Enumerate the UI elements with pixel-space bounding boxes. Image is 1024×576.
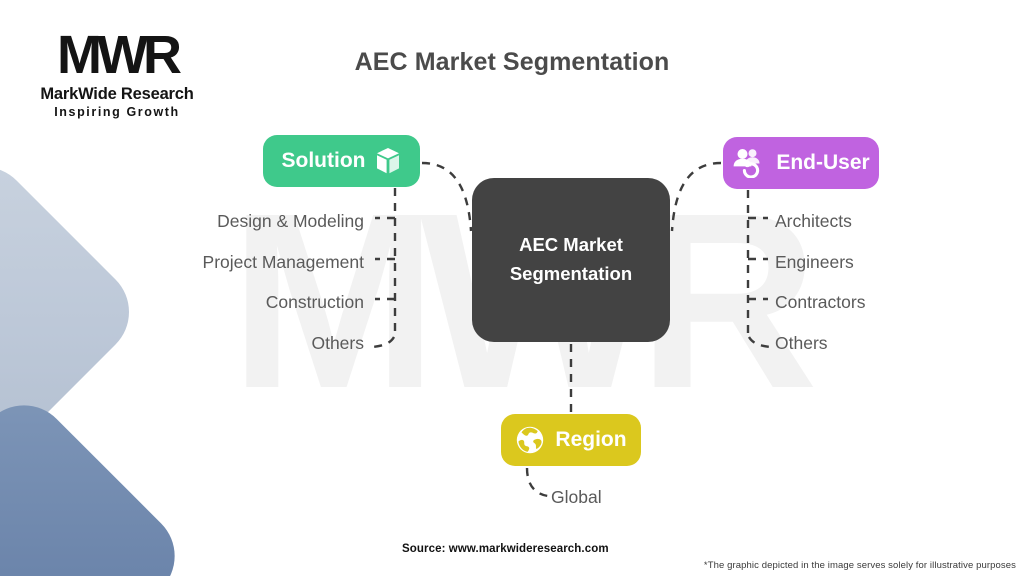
disclaimer-note: *The graphic depicted in the image serve… [703, 560, 1016, 571]
wire-enduser-stub-3 [747, 336, 772, 349]
node-solution-label: Solution [281, 149, 366, 172]
leaf-solution-design-modeling: Design & Modeling [217, 211, 364, 231]
logo-wordmark: MWR [57, 25, 182, 85]
leaf-end-user-contractors: Contractors [775, 292, 866, 312]
leaf-end-user-architects: Architects [775, 211, 852, 231]
node-region[interactable]: Region [501, 414, 641, 466]
wire-region-to-global [525, 467, 549, 498]
node-center-aec-market-segmentation[interactable]: AEC Market Segmentation [472, 178, 670, 342]
users-refresh-icon [732, 148, 766, 178]
node-solution[interactable]: Solution [263, 135, 420, 187]
leaf-solution-project-management: Project Management [202, 252, 364, 272]
brand-logo: MWR MarkWide Research Inspiring Growth [22, 25, 212, 120]
node-end-user-label: End-User [776, 151, 870, 174]
globe-icon [515, 425, 545, 455]
wire-solution-stub-3 [371, 336, 396, 349]
logo-tagline: Inspiring Growth [54, 105, 180, 120]
page-title: AEC Market Segmentation [354, 48, 670, 76]
leaf-end-user-others: Others [775, 333, 828, 353]
leaf-solution-construction: Construction [265, 292, 364, 312]
node-region-label: Region [555, 428, 627, 451]
wire-solution-to-center [421, 161, 473, 232]
leaf-region-global: Global [551, 487, 602, 507]
leaf-end-user-engineers: Engineers [775, 252, 854, 272]
center-node-line-1: AEC Market [519, 234, 623, 256]
leaf-solution-others: Others [311, 333, 364, 353]
wire-enduser-to-center [670, 161, 722, 232]
node-end-user[interactable]: End-User [723, 137, 879, 189]
logo-company-name: MarkWide Research [40, 85, 194, 104]
center-node-line-2: Segmentation [509, 263, 633, 284]
box-icon [375, 147, 401, 175]
source-attribution: Source: www.markwideresearch.com [402, 543, 609, 555]
